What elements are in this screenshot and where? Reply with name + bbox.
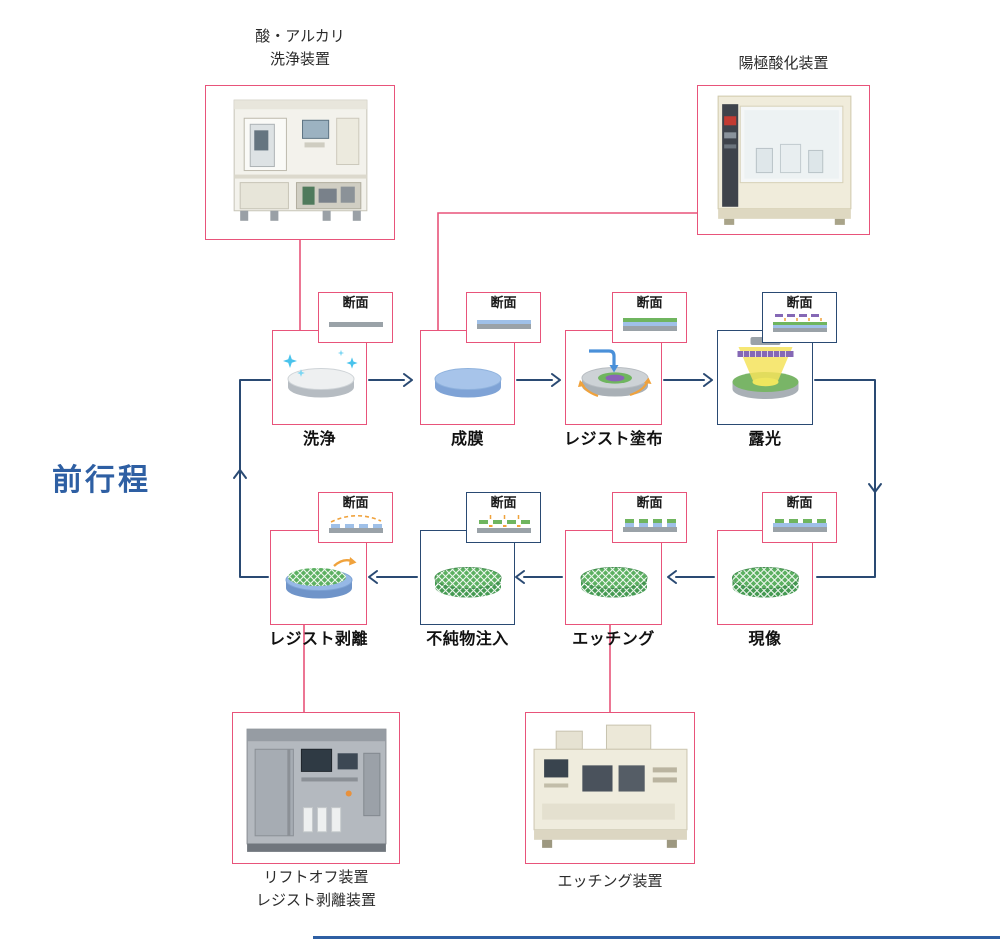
section-box-deposition: 断面 [466,292,541,343]
step-label-deposition: 成膜 [450,431,484,448]
anodizing-machine-illustration [717,95,852,225]
step-label-resist-coating: レジスト塗布 [563,431,663,448]
cross-section-etching [622,519,677,533]
section-box-implantation: 断面 [466,492,541,543]
step-label-cleaning: 洗浄 [302,431,336,448]
process-flow-arrows [233,373,882,584]
section-box-development: 断面 [762,492,837,543]
connector-anodizing-to-seimaku [437,212,697,332]
cross-section-resist-coating [622,318,677,332]
etcher-equipment-photo [525,712,695,864]
liftoff-machine-illustration [246,728,387,852]
step-box-deposition [420,330,515,425]
arrowhead-left-1 [667,570,677,584]
step-box-exposure [717,330,813,425]
sparkle-icon [346,357,358,369]
section-label: 断面 [786,495,813,510]
etcher-machine-illustration [533,724,688,848]
section-box-cleaning: 断面 [318,292,393,343]
sparkle-icon [337,349,345,357]
cleaning-equipment-label-line2: 洗浄装置 [269,51,330,69]
arrowhead-left-3 [368,570,378,584]
step-label-development: 現像 [748,631,782,648]
step-label-exposure: 露光 [748,431,782,448]
wafer-etching-illustration [580,567,648,598]
sparkle-icon [283,354,297,368]
section-label: 断面 [786,295,813,310]
arrow-roko-to-genzo [814,379,876,578]
cleaning-equipment-photo [205,85,395,240]
wafer-deposition-illustration [434,368,502,398]
liftoff-equipment-label: リフトオフ装置 レジスト剥離装置 [216,866,416,913]
section-label: 断面 [342,295,369,310]
arrowhead-right-1 [403,373,413,387]
section-label: 断面 [342,495,369,510]
arrowhead-right-2 [551,373,561,387]
section-label: 断面 [490,495,517,510]
cross-section-exposure [772,314,827,333]
arrow-hakuri-loop-to-senjo [239,379,271,578]
section-box-exposure: 断面 [762,292,837,343]
cross-section-cleaning [328,322,383,328]
section-box-resist-stripping: 断面 [318,492,393,543]
liftoff-equipment-label-line2: レジスト剥離装置 [255,892,376,910]
anodizing-equipment-photo [697,85,870,235]
cleaning-equipment-label: 酸・アルカリ 洗浄装置 [205,25,395,72]
cross-section-deposition [476,320,531,330]
wafer-resist-coating-illustration [578,349,652,398]
section-label: 断面 [636,295,663,310]
wafer-exposure-illustration [732,337,799,399]
cross-section-development [772,519,827,533]
arrowhead-right-3 [703,373,713,387]
step-box-resist-stripping [270,530,367,625]
cross-section-resist-stripping [328,515,383,534]
cross-section-implantation [476,515,531,534]
step-box-development [717,530,813,625]
arrowhead-up [233,469,247,479]
wafer-resist-stripping-illustration [285,557,357,599]
step-box-implantation [420,530,515,625]
wafer-cleaning-illustration [283,349,358,398]
liftoff-equipment-label-line1: リフトオフ装置 [263,869,369,886]
wafer-development-illustration [732,567,799,598]
equipment-connector-lines [299,212,697,713]
etcher-equipment-label: エッチング装置 [557,873,663,890]
step-label-etching: エッチング [572,631,655,648]
arrowhead-left-2 [515,570,525,584]
photomask-icon [737,351,794,357]
step-box-etching [565,530,662,625]
section-label: 断面 [636,495,663,510]
step-label-implantation: 不純物注入 [426,631,509,648]
stage-title: 前行程 [52,464,151,497]
sparkle-icon [297,369,305,377]
dispense-arrow-icon [589,349,616,367]
step-box-cleaning [272,330,367,425]
wafer-implantation-illustration [434,567,502,598]
liftoff-equipment-photo [232,712,400,864]
page-bottom-rule [313,936,1000,939]
cleaning-equipment-label-line1: 酸・アルカリ [255,28,345,45]
section-box-resist-coating: 断面 [612,292,687,343]
step-label-resist-stripping: レジスト剥離 [268,631,368,648]
step-box-resist-coating [565,330,662,425]
cleaning-machine-illustration [233,99,368,221]
section-box-etching: 断面 [612,492,687,543]
arrowhead-down [868,483,882,493]
section-label: 断面 [490,295,517,310]
anodizing-equipment-label: 陽極酸化装置 [738,55,829,72]
